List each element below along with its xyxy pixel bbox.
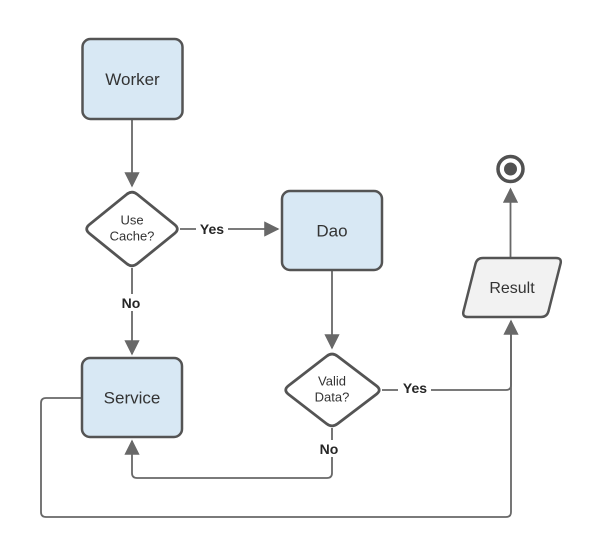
edge-service-to-result [40, 319, 519, 518]
worker-label: Worker [105, 70, 160, 89]
edge-label-usecache-no: No [119, 294, 144, 311]
end-state-node [496, 154, 525, 184]
service-label: Service [104, 389, 161, 408]
worker-node: Worker [81, 37, 184, 121]
label-bg [317, 440, 342, 457]
end-state-inner-circle [504, 162, 517, 176]
edge-label-usecache-yes: Yes [196, 220, 228, 237]
edge-validdata-yes-to-result [382, 326, 512, 391]
validdata-decision-node: Valid Data? [284, 352, 381, 428]
service-shape [80, 356, 184, 439]
edge-label-validdata-no: No [317, 440, 342, 457]
edge-label-text: No [320, 441, 339, 457]
edge-label-text: Yes [200, 221, 224, 237]
service-node: Service [80, 356, 184, 439]
usecache-label-line1: Use [120, 213, 143, 228]
validdata-shape [284, 352, 381, 428]
edge-label-validdata-yes: Yes [398, 379, 431, 396]
usecache-shape [85, 190, 179, 268]
validdata-label-line1: Valid [318, 374, 346, 389]
edge-label-text: Yes [403, 380, 427, 396]
result-shape [461, 256, 563, 319]
label-bg [119, 294, 144, 311]
result-node: Result [461, 256, 563, 319]
dao-node: Dao [280, 189, 384, 272]
dao-shape [280, 189, 384, 272]
usecache-decision-node: Use Cache? [85, 190, 179, 268]
dao-label: Dao [316, 222, 347, 241]
validdata-label-line2: Data? [315, 390, 350, 405]
edge-label-text: No [122, 295, 141, 311]
label-bg [196, 220, 228, 237]
result-label: Result [489, 280, 535, 297]
worker-shape [81, 37, 184, 121]
edge-validdata-no-to-service [124, 428, 333, 479]
label-bg [398, 379, 431, 396]
usecache-label-line2: Cache? [110, 229, 155, 244]
